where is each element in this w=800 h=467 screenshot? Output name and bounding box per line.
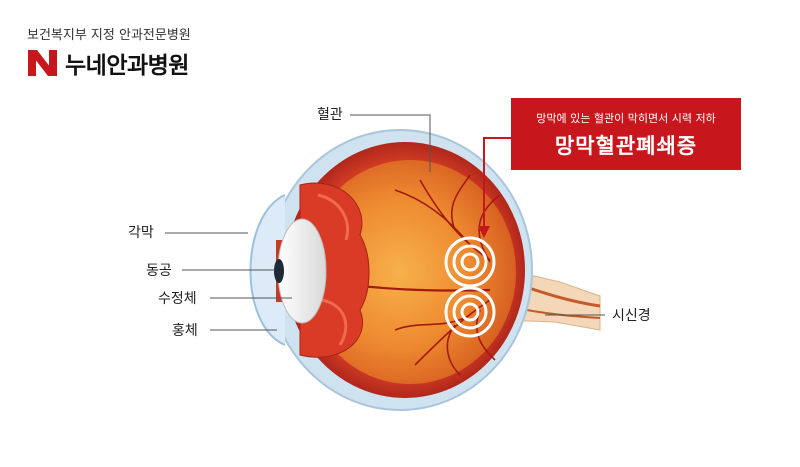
label-pupil: 동공 — [146, 263, 172, 279]
callout-description: 망막에 있는 혈관이 막히면서 시력 저하 — [536, 112, 716, 125]
label-iris: 홍체 — [172, 323, 198, 339]
occlusion-marker-lower — [444, 286, 496, 338]
label-cornea: 각막 — [128, 225, 154, 241]
n-logo-icon — [28, 50, 57, 76]
label-blood-vessel: 혈관 — [317, 107, 343, 123]
disease-callout: 망막에 있는 혈관이 막히면서 시력 저하 망막혈관폐쇄증 — [511, 98, 741, 170]
callout-title: 망막혈관폐쇄증 — [554, 134, 698, 158]
hospital-brand: 누네안과병원 — [27, 46, 189, 80]
callout-arrow — [483, 137, 511, 232]
hospital-designation: 보건복지부 지정 안과전문병원 — [27, 28, 191, 43]
occlusion-marker-upper — [444, 236, 496, 288]
label-lens: 수정체 — [158, 291, 197, 307]
lens — [277, 218, 327, 324]
label-optic-nerve: 시신경 — [612, 308, 651, 324]
pupil — [274, 259, 284, 283]
brand-name: 누네안과병원 — [65, 53, 189, 79]
vessel-leader-line — [350, 114, 431, 172]
ciliary-body — [299, 182, 370, 358]
